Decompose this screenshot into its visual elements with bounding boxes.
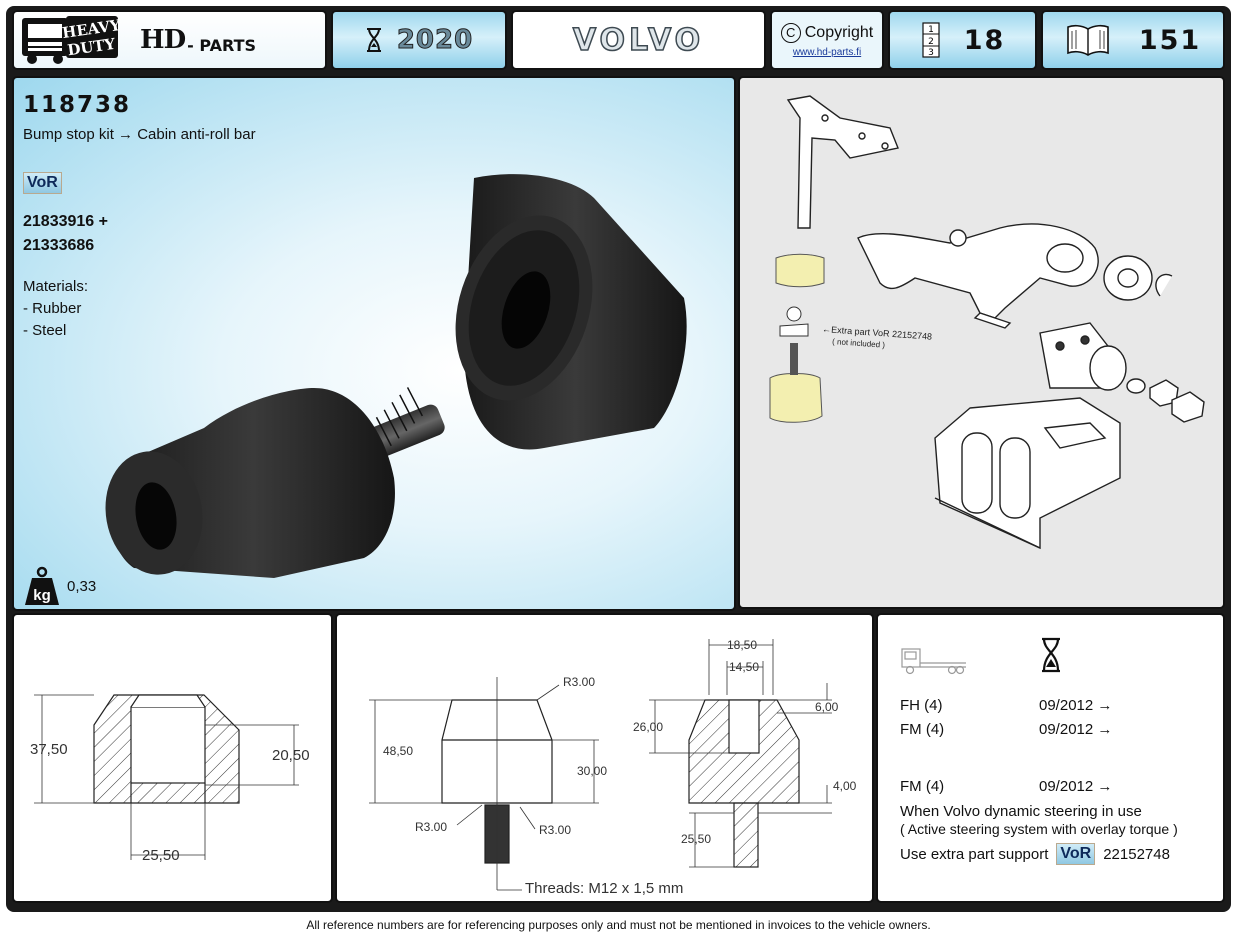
part-description: Bump stop kit → Cabin anti-roll bar — [23, 126, 256, 143]
weight: kg 0,33 — [23, 566, 96, 606]
truck-icon — [901, 648, 966, 675]
brand-logo: HEAVY DUTY HD - PARTS — [12, 10, 327, 70]
dim-total-height: 48,50 — [383, 744, 413, 758]
active-steering-note: ( Active steering system with overlay to… — [900, 821, 1178, 837]
application-date: 09/2012 → — [1039, 778, 1113, 795]
vehicle-make: VOLVO — [572, 22, 705, 59]
oem-number-1: 21833916 + — [23, 213, 108, 230]
dim-body-height: 30,00 — [577, 764, 607, 778]
hourglass-icon — [366, 28, 381, 52]
page-index-digit-1: 1 — [928, 25, 934, 35]
material-item: - Rubber — [23, 300, 82, 317]
part-number: 118738 — [23, 92, 132, 118]
extra-part-prefix: Use extra part support — [900, 845, 1049, 863]
year-box: 2020 — [331, 10, 507, 70]
copyright-icon: C — [780, 22, 801, 43]
application-row: FM (4) 09/2012 → — [900, 721, 1112, 738]
book-box: 151 — [1041, 10, 1225, 70]
drawing-sleeve-section: 37,50 20,50 25,50 — [12, 613, 333, 903]
application-model: FH (4) — [900, 697, 943, 714]
product-photo — [105, 174, 687, 578]
application-row: FM (4) 09/2012 → — [900, 778, 1112, 795]
book-number: 151 — [1138, 24, 1202, 56]
weight-value: 0,33 — [67, 577, 97, 595]
dynamic-steering-note: When Volvo dynamic steering in use — [900, 803, 1142, 820]
extra-part-callout-note: ( not included ) — [832, 337, 886, 350]
extra-part-number: 22152748 — [1103, 845, 1170, 863]
product-panel: 118738 Bump stop kit → Cabin anti-roll b… — [12, 76, 736, 611]
application-row: FH (4) 09/2012 → — [900, 697, 1112, 714]
application-date: 09/2012 → — [1039, 697, 1113, 714]
dim-height: 37,50 — [30, 741, 68, 758]
application-model: FM (4) — [900, 721, 945, 738]
vor-badge: VoR — [1056, 843, 1096, 865]
bump-stop-with-stud — [105, 387, 445, 578]
hourglass-icon — [1042, 637, 1060, 673]
dim-bottom-offset: 4,00 — [833, 779, 857, 793]
vor-badge: VoR — [23, 172, 62, 194]
make-box: VOLVO — [511, 10, 766, 70]
dim-hole-depth: 26,00 — [633, 720, 663, 734]
weight-icon: kg — [25, 566, 59, 605]
truck-logo-icon: HEAVY DUTY — [22, 16, 118, 64]
dim-outer-width: 18,50 — [727, 638, 757, 652]
extra-part-note: Use extra part support VoR 22152748 — [900, 843, 1170, 865]
applications-panel: FH (4) 09/2012 → FM (4) 09/2012 → FM (4)… — [876, 613, 1225, 903]
year-value: 2020 — [396, 25, 474, 56]
dim-width: 25,50 — [142, 847, 180, 864]
copyright-link[interactable]: www.hd-parts.fi — [792, 46, 862, 58]
copyright-box: C Copyright www.hd-parts.fi — [770, 10, 884, 70]
dim-radius-left: R3.00 — [415, 820, 447, 834]
page-index-icon: 1 2 3 — [922, 22, 940, 58]
page-number: 18 — [963, 24, 1006, 56]
weight-unit: kg — [33, 587, 51, 604]
application-model: FM (4) — [900, 778, 945, 795]
dim-thread-length: 25,50 — [681, 832, 711, 846]
brand-hd: HD — [140, 25, 186, 55]
page-index-digit-3: 3 — [928, 48, 934, 58]
footer-disclaimer: All reference numbers are for referencin… — [306, 918, 931, 932]
thread-spec: Threads: M12 x 1,5 mm — [525, 880, 683, 897]
bump-stop-sleeve — [455, 174, 687, 450]
copyright-label: Copyright — [804, 23, 874, 41]
dim-inner-width: 14,50 — [729, 660, 759, 674]
oem-number-2: 21333686 — [23, 237, 95, 254]
materials-list: Materials: - Rubber - Steel — [23, 276, 88, 342]
copyright-line: C Copyright — [780, 22, 874, 43]
dim-radius-right: R3.00 — [539, 823, 571, 837]
book-icon — [1067, 24, 1109, 56]
exploded-view-drawing: ←Extra part VoR 22152748 ( not included … — [769, 95, 1205, 550]
application-date: 09/2012 → — [1039, 721, 1113, 738]
exploded-view-panel: ←Extra part VoR 22152748 ( not included … — [738, 76, 1225, 609]
material-item: - Steel — [23, 322, 67, 339]
materials-title: Materials: — [23, 278, 89, 295]
dim-radius-top: R3.00 — [563, 675, 595, 689]
highlighted-bump-stops — [769, 253, 825, 423]
page-index-digit-2: 2 — [928, 37, 934, 47]
brand-parts: - PARTS — [187, 35, 257, 55]
page-box: 1 2 3 18 — [888, 10, 1037, 70]
drawing-stud-section: R3.00 R3.00 R3.00 48,50 30,00 Threads: M… — [335, 613, 874, 903]
dim-bore: 20,50 — [272, 747, 310, 764]
oem-numbers: 21833916 + 21333686 — [23, 210, 108, 258]
dim-top-offset: 6,00 — [815, 700, 839, 714]
